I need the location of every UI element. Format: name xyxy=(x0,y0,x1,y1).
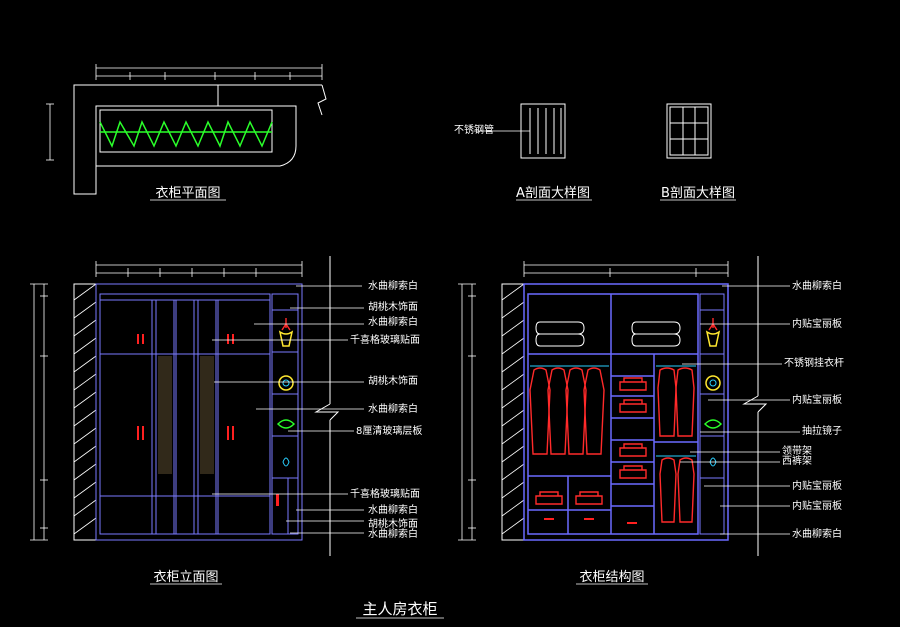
elevation-label: 水曲柳索白 xyxy=(368,527,418,540)
elevation-view: 水曲柳索白 胡桃木饰面 水曲柳索白 千喜格玻璃贴面 胡桃木饰面 水曲柳索白 8厘… xyxy=(30,256,422,585)
elevation-title: 衣柜立面图 xyxy=(153,569,218,585)
hanging-clothes-right xyxy=(656,365,696,523)
elevation-label: 水曲柳索白 xyxy=(368,402,418,415)
elevation-label: 千喜格玻璃贴面 xyxy=(350,487,420,500)
structure-dimensions xyxy=(458,261,729,541)
elevation-label: 千喜格玻璃贴面 xyxy=(350,333,420,346)
elevation-label: 水曲柳索白 xyxy=(368,279,418,292)
section-a: 不锈钢管 A剖面大样图 xyxy=(454,103,592,201)
open-shelf-column xyxy=(271,293,299,535)
elevation-label: 8厘清玻璃层板 xyxy=(356,424,422,437)
structure-title: 衣柜结构图 xyxy=(579,569,644,585)
structure-label: 领带架 xyxy=(782,444,812,457)
structure-shelf-column xyxy=(699,293,725,535)
main-title: 主人房衣柜 xyxy=(362,600,437,618)
elevation-label-list: 水曲柳索白 胡桃木饰面 水曲柳索白 千喜格玻璃贴面 胡桃木饰面 水曲柳索白 8厘… xyxy=(350,279,422,540)
plan-view: 衣柜平面图 xyxy=(46,64,327,201)
elevation-leaders xyxy=(212,285,364,534)
glass-panel-right xyxy=(197,299,217,535)
section-b-title: B剖面大样图 xyxy=(661,186,735,201)
section-a-title: A剖面大样图 xyxy=(516,186,590,201)
plan-dimension-line xyxy=(46,64,323,161)
elevation-dimensions xyxy=(30,261,303,541)
elevation-label: 胡桃木饰面 xyxy=(368,517,418,530)
elevation-break-line xyxy=(314,256,340,556)
elevation-label: 水曲柳索白 xyxy=(368,503,418,516)
glass-panel-left xyxy=(155,299,175,535)
elevation-wall xyxy=(73,283,97,541)
section-b: B剖面大样图 xyxy=(660,103,736,201)
structure-label: 西裤架 xyxy=(782,454,812,467)
elevation-cabinet xyxy=(95,283,303,541)
section-a-label: 不锈钢管 xyxy=(454,123,494,136)
structure-label: 内贴宝丽板 xyxy=(792,479,842,492)
structure-label: 内贴宝丽板 xyxy=(792,499,842,512)
structure-leaders xyxy=(680,285,800,535)
structure-ornaments xyxy=(703,318,723,467)
elevation-label: 水曲柳索白 xyxy=(368,315,418,328)
structure-label: 水曲柳索白 xyxy=(792,527,842,540)
plan-outline xyxy=(73,84,327,195)
structure-label-list: 水曲柳索白 内贴宝丽板 不锈钢挂衣杆 内贴宝丽板 抽拉镜子 领带架 西裤架 内贴… xyxy=(782,279,844,540)
structure-cabinet xyxy=(523,283,729,541)
structure-label: 抽拉镜子 xyxy=(802,424,842,437)
structure-label: 不锈钢挂衣杆 xyxy=(784,356,844,369)
plan-title: 衣柜平面图 xyxy=(155,185,220,201)
structure-wall xyxy=(501,283,525,541)
structure-break-line xyxy=(742,256,768,556)
structure-view: 水曲柳索白 内贴宝丽板 不锈钢挂衣杆 内贴宝丽板 抽拉镜子 领带架 西裤架 内贴… xyxy=(458,256,844,585)
folded-towels xyxy=(535,321,681,347)
plan-hangers xyxy=(99,120,273,148)
elevation-handles xyxy=(137,334,234,440)
elevation-label: 胡桃木饰面 xyxy=(368,300,418,313)
structure-label: 内贴宝丽板 xyxy=(792,393,842,406)
structure-label: 水曲柳索白 xyxy=(792,279,842,292)
hanging-clothes-left xyxy=(529,365,609,455)
elevation-ornaments xyxy=(276,318,296,506)
elevation-label: 胡桃木饰面 xyxy=(368,374,418,387)
structure-label: 内贴宝丽板 xyxy=(792,317,842,330)
folded-stacks xyxy=(535,377,647,524)
